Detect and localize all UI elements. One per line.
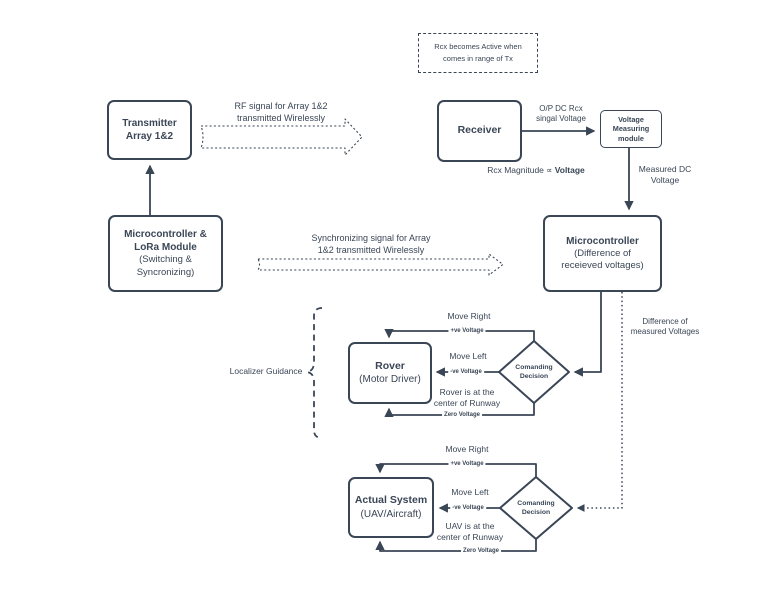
label-rf-signal: RF signal for Array 1&2 transmitted Wire… xyxy=(234,101,328,123)
node-transmitter-array: Transmitter Array 1&2 xyxy=(107,100,192,160)
label-localizer-guidance: Localizer Guidance xyxy=(229,366,303,376)
connector-decision2-zero xyxy=(375,539,537,552)
node-microcontroller-right: Microcontroller (Difference of receieved… xyxy=(543,215,662,292)
connector-mcu-to-decision2-dotted xyxy=(576,292,623,512)
node-mcu-title: Microcontroller xyxy=(566,235,639,247)
label-rcx-prefix: Rcx Magnitude ∝ xyxy=(487,165,553,175)
localizer-brace xyxy=(306,307,323,439)
label-uav-zero-voltage: Zero Voltage xyxy=(461,548,501,554)
decision2-diamond xyxy=(499,476,573,540)
label-uav-move-right: Move Right xyxy=(445,444,489,454)
node-lora-sub: (Switching & Syncronizing) xyxy=(136,254,195,278)
decision1-diamond xyxy=(498,340,570,404)
sync-wireless-block-arrow xyxy=(257,253,504,276)
connector-mcu-to-decision1 xyxy=(573,292,602,377)
node-transmitter-label: Transmitter Array 1&2 xyxy=(122,118,177,142)
rf-wireless-block-arrow xyxy=(200,118,363,156)
node-mcu-sub: (Difference of receieved voltages) xyxy=(561,247,644,271)
node-actual-sub: (UAV/Aircraft) xyxy=(360,508,422,520)
label-rcx-magnitude: Rcx Magnitude ∝ Voltage xyxy=(487,165,585,176)
label-rover-center: Rover is at the center of Runway xyxy=(433,387,501,409)
label-rover-neg-voltage: -ve Voltage xyxy=(448,369,484,375)
label-uav-center: UAV is at the center of Runway xyxy=(436,521,504,543)
label-uav-pos-voltage: +ve Voltage xyxy=(448,461,486,467)
label-rover-move-left: Move Left xyxy=(449,351,487,361)
decision1-label: Comanding Decision xyxy=(515,363,553,380)
label-rover-pos-voltage: +ve Voltage xyxy=(448,328,486,334)
note-rcx-active: Rcx becomes Active when comes in range o… xyxy=(418,33,538,73)
label-rover-zero-voltage: Zero Voltage xyxy=(442,412,482,418)
decision2-label: Comanding Decision xyxy=(517,499,555,516)
node-rover-title: Rover xyxy=(375,359,405,372)
label-measured-dc: Measured DC Voltage xyxy=(638,164,692,186)
node-receiver-label: Receiver xyxy=(457,124,502,137)
label-sync-signal: Synchronizing signal for Array 1&2 trans… xyxy=(311,233,431,255)
node-lora-title: Microcontroller & LoRa Module xyxy=(124,229,207,254)
node-vmm-label: Voltage Measuring module xyxy=(612,114,650,143)
label-difference-voltages: Difference of measured Voltages xyxy=(630,317,700,337)
node-rover: Rover (Motor Driver) xyxy=(348,342,432,404)
label-rcx-bold: Voltage xyxy=(554,165,585,175)
node-actual-system: Actual System (UAV/Aircraft) xyxy=(348,477,434,538)
node-rover-sub: (Motor Driver) xyxy=(359,374,421,386)
label-uav-move-left: Move Left xyxy=(451,487,489,497)
label-uav-neg-voltage: -ve Voltage xyxy=(450,505,486,511)
node-microcontroller-lora: Microcontroller & LoRa Module (Switching… xyxy=(108,215,223,292)
label-op-dc: O/P DC Rcx singal Voltage xyxy=(536,104,586,124)
node-actual-title: Actual System xyxy=(354,494,428,507)
node-voltage-measuring-module: Voltage Measuring module xyxy=(600,110,662,148)
label-rover-move-right: Move Right xyxy=(447,311,491,321)
node-receiver: Receiver xyxy=(437,100,522,162)
